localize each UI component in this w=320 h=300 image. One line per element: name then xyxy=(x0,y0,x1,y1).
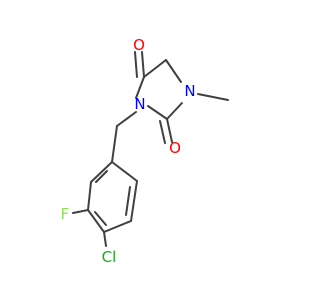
nitrogen-methyl-label: N xyxy=(184,82,195,100)
bond-n3-ch2 xyxy=(116,111,137,127)
bond-ar4-cl xyxy=(103,231,107,247)
bond-c4-n3 xyxy=(135,76,145,99)
bonds xyxy=(72,51,229,247)
oxygen-top-label: O xyxy=(133,36,145,54)
bond-n1-methyl xyxy=(197,93,229,101)
oxygen-bottom-label: O xyxy=(169,139,181,157)
bond-c5-n1 xyxy=(165,59,182,83)
bond-ar-inner-3 xyxy=(125,186,131,216)
structure-diagram: O O N N F Cl xyxy=(61,36,229,266)
bond-ar2-ar3 xyxy=(87,181,92,211)
bond-ar1-ar2 xyxy=(90,161,113,183)
fluorine-label: F xyxy=(61,205,70,223)
bond-c4-o-a xyxy=(141,51,145,78)
bond-n3-c2 xyxy=(147,105,168,120)
bond-c2-n1 xyxy=(166,102,183,120)
bond-ar5-ar6 xyxy=(130,180,138,222)
bond-ar-inner-1 xyxy=(95,170,108,183)
bond-c5-c4 xyxy=(143,59,167,78)
bond-ar6-ar1 xyxy=(111,161,138,182)
bond-c2-o-b xyxy=(159,120,166,144)
bond-ar3-ar4 xyxy=(87,209,105,233)
bond-c2-o-a xyxy=(166,118,173,143)
bond-ch2-ar xyxy=(111,125,118,163)
bond-ar-inner-2 xyxy=(94,211,107,226)
bond-c4-o-b xyxy=(134,51,138,78)
bond-ar4-ar5 xyxy=(103,220,132,233)
nitrogen-benzyl-label: N xyxy=(134,95,145,113)
chlorine-label: Cl xyxy=(102,248,117,266)
bond-ar3-f xyxy=(72,209,89,214)
atom-labels: O O N N F Cl xyxy=(61,36,196,266)
